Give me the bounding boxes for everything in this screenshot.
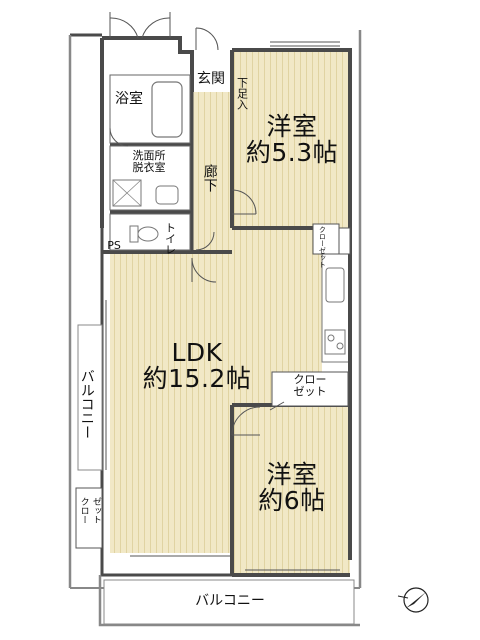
hallway-label: 廊下 bbox=[201, 164, 218, 192]
closet-upper-label: クローゼット bbox=[318, 226, 327, 268]
hallway-floor bbox=[192, 92, 232, 252]
western1-size: 約5.3帖 bbox=[245, 138, 339, 168]
door-swing-icon bbox=[109, 12, 285, 436]
washroom-label-line2: 脱衣室 bbox=[132, 160, 166, 174]
bath-label: 浴室 bbox=[115, 91, 143, 107]
balcony-bottom-area bbox=[103, 579, 355, 625]
sink-icon bbox=[155, 185, 179, 205]
washroom-label: 洗面所 脱衣室 bbox=[114, 150, 184, 173]
western2-label: 洋室 約6帖 bbox=[236, 460, 348, 516]
washroom-label-line1: 洗面所 bbox=[132, 149, 166, 162]
closet-upper-area bbox=[312, 223, 340, 255]
shoe-box-label: 下足入 bbox=[235, 76, 249, 110]
ldk-upper-floor bbox=[232, 228, 322, 258]
wet-areas bbox=[109, 74, 346, 355]
western1-floor bbox=[232, 50, 350, 228]
ps-label: PS bbox=[107, 239, 121, 252]
closet-left-line1: クロー bbox=[78, 496, 89, 524]
closet-ldk-line2: ゼット bbox=[293, 384, 327, 398]
closet-left-label: クロー ゼット bbox=[78, 496, 101, 527]
north-arrow-icon bbox=[397, 587, 429, 613]
ps-area bbox=[338, 227, 351, 255]
entrance-label: 玄関 bbox=[197, 71, 225, 87]
ldk-name: LDK bbox=[171, 338, 223, 367]
kitchen-sink-icon bbox=[325, 267, 345, 303]
western2-name: 洋室 bbox=[266, 460, 318, 489]
closet-ldk-area bbox=[271, 371, 349, 407]
toilet-label: トイレ bbox=[163, 221, 177, 255]
closet-left-area bbox=[75, 487, 103, 549]
western1-name: 洋室 bbox=[266, 112, 318, 141]
balcony-side-label: バルコニー bbox=[78, 369, 95, 439]
closets bbox=[75, 223, 355, 625]
ldk-label: LDK 約15.2帖 bbox=[122, 338, 272, 394]
bathtub-icon bbox=[151, 81, 183, 138]
balcony-bottom-label: バルコニー bbox=[195, 593, 265, 609]
western2-size: 約6帖 bbox=[258, 486, 326, 516]
closet-ldk-line1: クロー bbox=[293, 373, 327, 386]
toilet-icon bbox=[137, 226, 159, 242]
closet-left-line2: ゼット bbox=[90, 496, 101, 524]
balcony-side-area bbox=[77, 324, 103, 471]
window-marks bbox=[105, 41, 340, 571]
stove-icon bbox=[324, 329, 346, 355]
western2-floor bbox=[232, 405, 350, 573]
walls bbox=[68, 30, 362, 627]
ldk-size: 約15.2帖 bbox=[142, 364, 252, 394]
western1-label: 洋室 約5.3帖 bbox=[236, 112, 348, 168]
closet-ldk-label: クロー ゼット bbox=[274, 374, 346, 397]
